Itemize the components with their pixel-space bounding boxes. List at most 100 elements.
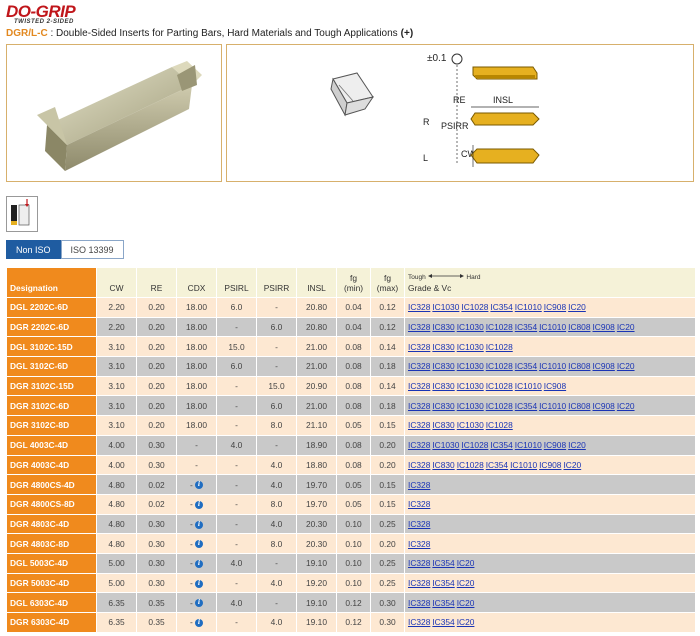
grade-link[interactable]: IC1030: [432, 440, 460, 451]
grade-link[interactable]: IC908: [543, 440, 567, 451]
designation-cell[interactable]: DGL 5003C-4D: [6, 552, 97, 574]
grade-link[interactable]: IC328: [408, 479, 431, 490]
grade-link[interactable]: IC20: [563, 459, 582, 470]
grade-link[interactable]: IC328: [408, 302, 431, 313]
grade-link[interactable]: IC328: [408, 499, 431, 510]
designation-cell[interactable]: DGR 6303C-4D: [6, 612, 97, 633]
designation-cell[interactable]: DGL 3102C-15D: [6, 336, 97, 358]
info-icon[interactable]: i: [195, 520, 204, 529]
grade-link[interactable]: IC20: [568, 440, 586, 451]
grade-link[interactable]: IC354: [432, 558, 455, 569]
grade-link[interactable]: IC328: [408, 597, 431, 608]
designation-cell[interactable]: DGR 5003C-4D: [6, 572, 97, 594]
grade-link[interactable]: IC830: [432, 381, 455, 392]
designation-cell[interactable]: DGR 4003C-4D: [6, 454, 97, 476]
grade-link[interactable]: IC1028: [461, 440, 489, 451]
grade-link[interactable]: IC354: [432, 617, 455, 628]
grade-link[interactable]: IC20: [616, 400, 635, 411]
grade-link[interactable]: IC830: [432, 361, 455, 372]
info-icon[interactable]: i: [195, 481, 204, 490]
header-fg-max[interactable]: fg (max): [370, 267, 405, 298]
grade-link[interactable]: IC830: [432, 420, 455, 431]
grade-link[interactable]: IC328: [408, 538, 431, 549]
grade-link[interactable]: IC20: [456, 558, 475, 569]
header-cdx[interactable]: CDX: [176, 267, 217, 298]
grade-link[interactable]: IC808: [568, 400, 591, 411]
grade-link[interactable]: IC1010: [514, 302, 542, 313]
designation-cell[interactable]: DGR 3102C-15D: [6, 375, 97, 397]
tool-holder-icon[interactable]: [6, 196, 38, 232]
designation-cell[interactable]: DGR 4800CS-8D: [6, 493, 97, 515]
grade-link[interactable]: IC328: [408, 341, 431, 352]
grade-link[interactable]: IC1010: [514, 440, 542, 451]
grade-link[interactable]: IC1028: [485, 361, 513, 372]
designation-cell[interactable]: DGR 4803C-8D: [6, 533, 97, 554]
grade-link[interactable]: IC354: [432, 597, 455, 608]
designation-cell[interactable]: DGR 2202C-6D: [6, 316, 97, 338]
grade-link[interactable]: IC908: [543, 302, 567, 313]
grade-link[interactable]: IC908: [592, 361, 615, 372]
header-psirr[interactable]: PSIRR: [256, 267, 297, 298]
grade-link[interactable]: IC354: [490, 302, 513, 313]
tab-non-iso[interactable]: Non ISO: [6, 240, 61, 259]
grade-link[interactable]: IC328: [408, 459, 431, 470]
designation-cell[interactable]: DGL 3102C-6D: [6, 356, 97, 377]
expand-toggle[interactable]: (+): [400, 28, 414, 39]
designation-cell[interactable]: DGL 2202C-6D: [6, 297, 97, 318]
designation-cell[interactable]: DGR 4800CS-4D: [6, 474, 97, 495]
grade-link[interactable]: IC354: [432, 577, 455, 588]
info-icon[interactable]: i: [195, 560, 204, 569]
grade-link[interactable]: IC1030: [456, 322, 484, 333]
header-fg-min[interactable]: fg (min): [336, 267, 371, 298]
grade-link[interactable]: IC1030: [456, 420, 484, 431]
grade-link[interactable]: IC20: [456, 617, 475, 628]
grade-link[interactable]: IC908: [592, 400, 615, 411]
designation-cell[interactable]: DGR 3102C-8D: [6, 415, 97, 436]
tab-iso-13399[interactable]: ISO 13399: [60, 240, 124, 259]
designation-cell[interactable]: DGR 4803C-4D: [6, 513, 97, 535]
grade-link[interactable]: IC1030: [456, 341, 484, 352]
grade-link[interactable]: IC328: [408, 361, 431, 372]
info-icon[interactable]: i: [195, 599, 204, 608]
grade-link[interactable]: IC1010: [539, 400, 567, 411]
grade-link[interactable]: IC354: [514, 322, 538, 333]
grade-link[interactable]: IC354: [490, 440, 513, 451]
grade-link[interactable]: IC20: [616, 322, 635, 333]
grade-link[interactable]: IC328: [408, 577, 431, 588]
grade-link[interactable]: IC830: [432, 400, 455, 411]
grade-link[interactable]: IC1010: [539, 361, 567, 372]
grade-link[interactable]: IC354: [514, 361, 538, 372]
grade-link[interactable]: IC1028: [461, 302, 489, 313]
designation-cell[interactable]: DGR 3102C-6D: [6, 395, 97, 417]
grade-link[interactable]: IC328: [408, 440, 431, 451]
grade-link[interactable]: IC830: [432, 322, 455, 333]
grade-link[interactable]: IC20: [616, 361, 635, 372]
grade-link[interactable]: IC1028: [456, 459, 484, 470]
grade-link[interactable]: IC1010: [510, 459, 538, 470]
grade-link[interactable]: IC1030: [432, 302, 460, 313]
grade-link[interactable]: IC328: [408, 558, 431, 569]
header-cw[interactable]: CW: [96, 267, 137, 298]
info-icon[interactable]: i: [195, 540, 204, 549]
designation-cell[interactable]: DGL 6303C-4D: [6, 592, 97, 613]
grade-link[interactable]: IC1010: [514, 381, 542, 392]
grade-link[interactable]: IC1028: [485, 400, 513, 411]
grade-link[interactable]: IC908: [543, 381, 567, 392]
header-insl[interactable]: INSL: [296, 267, 337, 298]
grade-link[interactable]: IC20: [568, 302, 586, 313]
grade-link[interactable]: IC354: [514, 400, 538, 411]
grade-link[interactable]: IC908: [592, 322, 615, 333]
grade-link[interactable]: IC1030: [456, 361, 484, 372]
grade-link[interactable]: IC830: [432, 459, 455, 470]
grade-link[interactable]: IC1028: [485, 381, 513, 392]
info-icon[interactable]: i: [195, 619, 204, 628]
grade-link[interactable]: IC808: [568, 361, 591, 372]
grade-link[interactable]: IC20: [456, 597, 475, 608]
designation-cell[interactable]: DGL 4003C-4D: [6, 434, 97, 456]
header-psirl[interactable]: PSIRL: [216, 267, 257, 298]
grade-link[interactable]: IC328: [408, 400, 431, 411]
grade-link[interactable]: IC328: [408, 420, 431, 431]
header-re[interactable]: RE: [136, 267, 177, 298]
grade-link[interactable]: IC1028: [485, 322, 513, 333]
grade-link[interactable]: IC1030: [456, 381, 484, 392]
